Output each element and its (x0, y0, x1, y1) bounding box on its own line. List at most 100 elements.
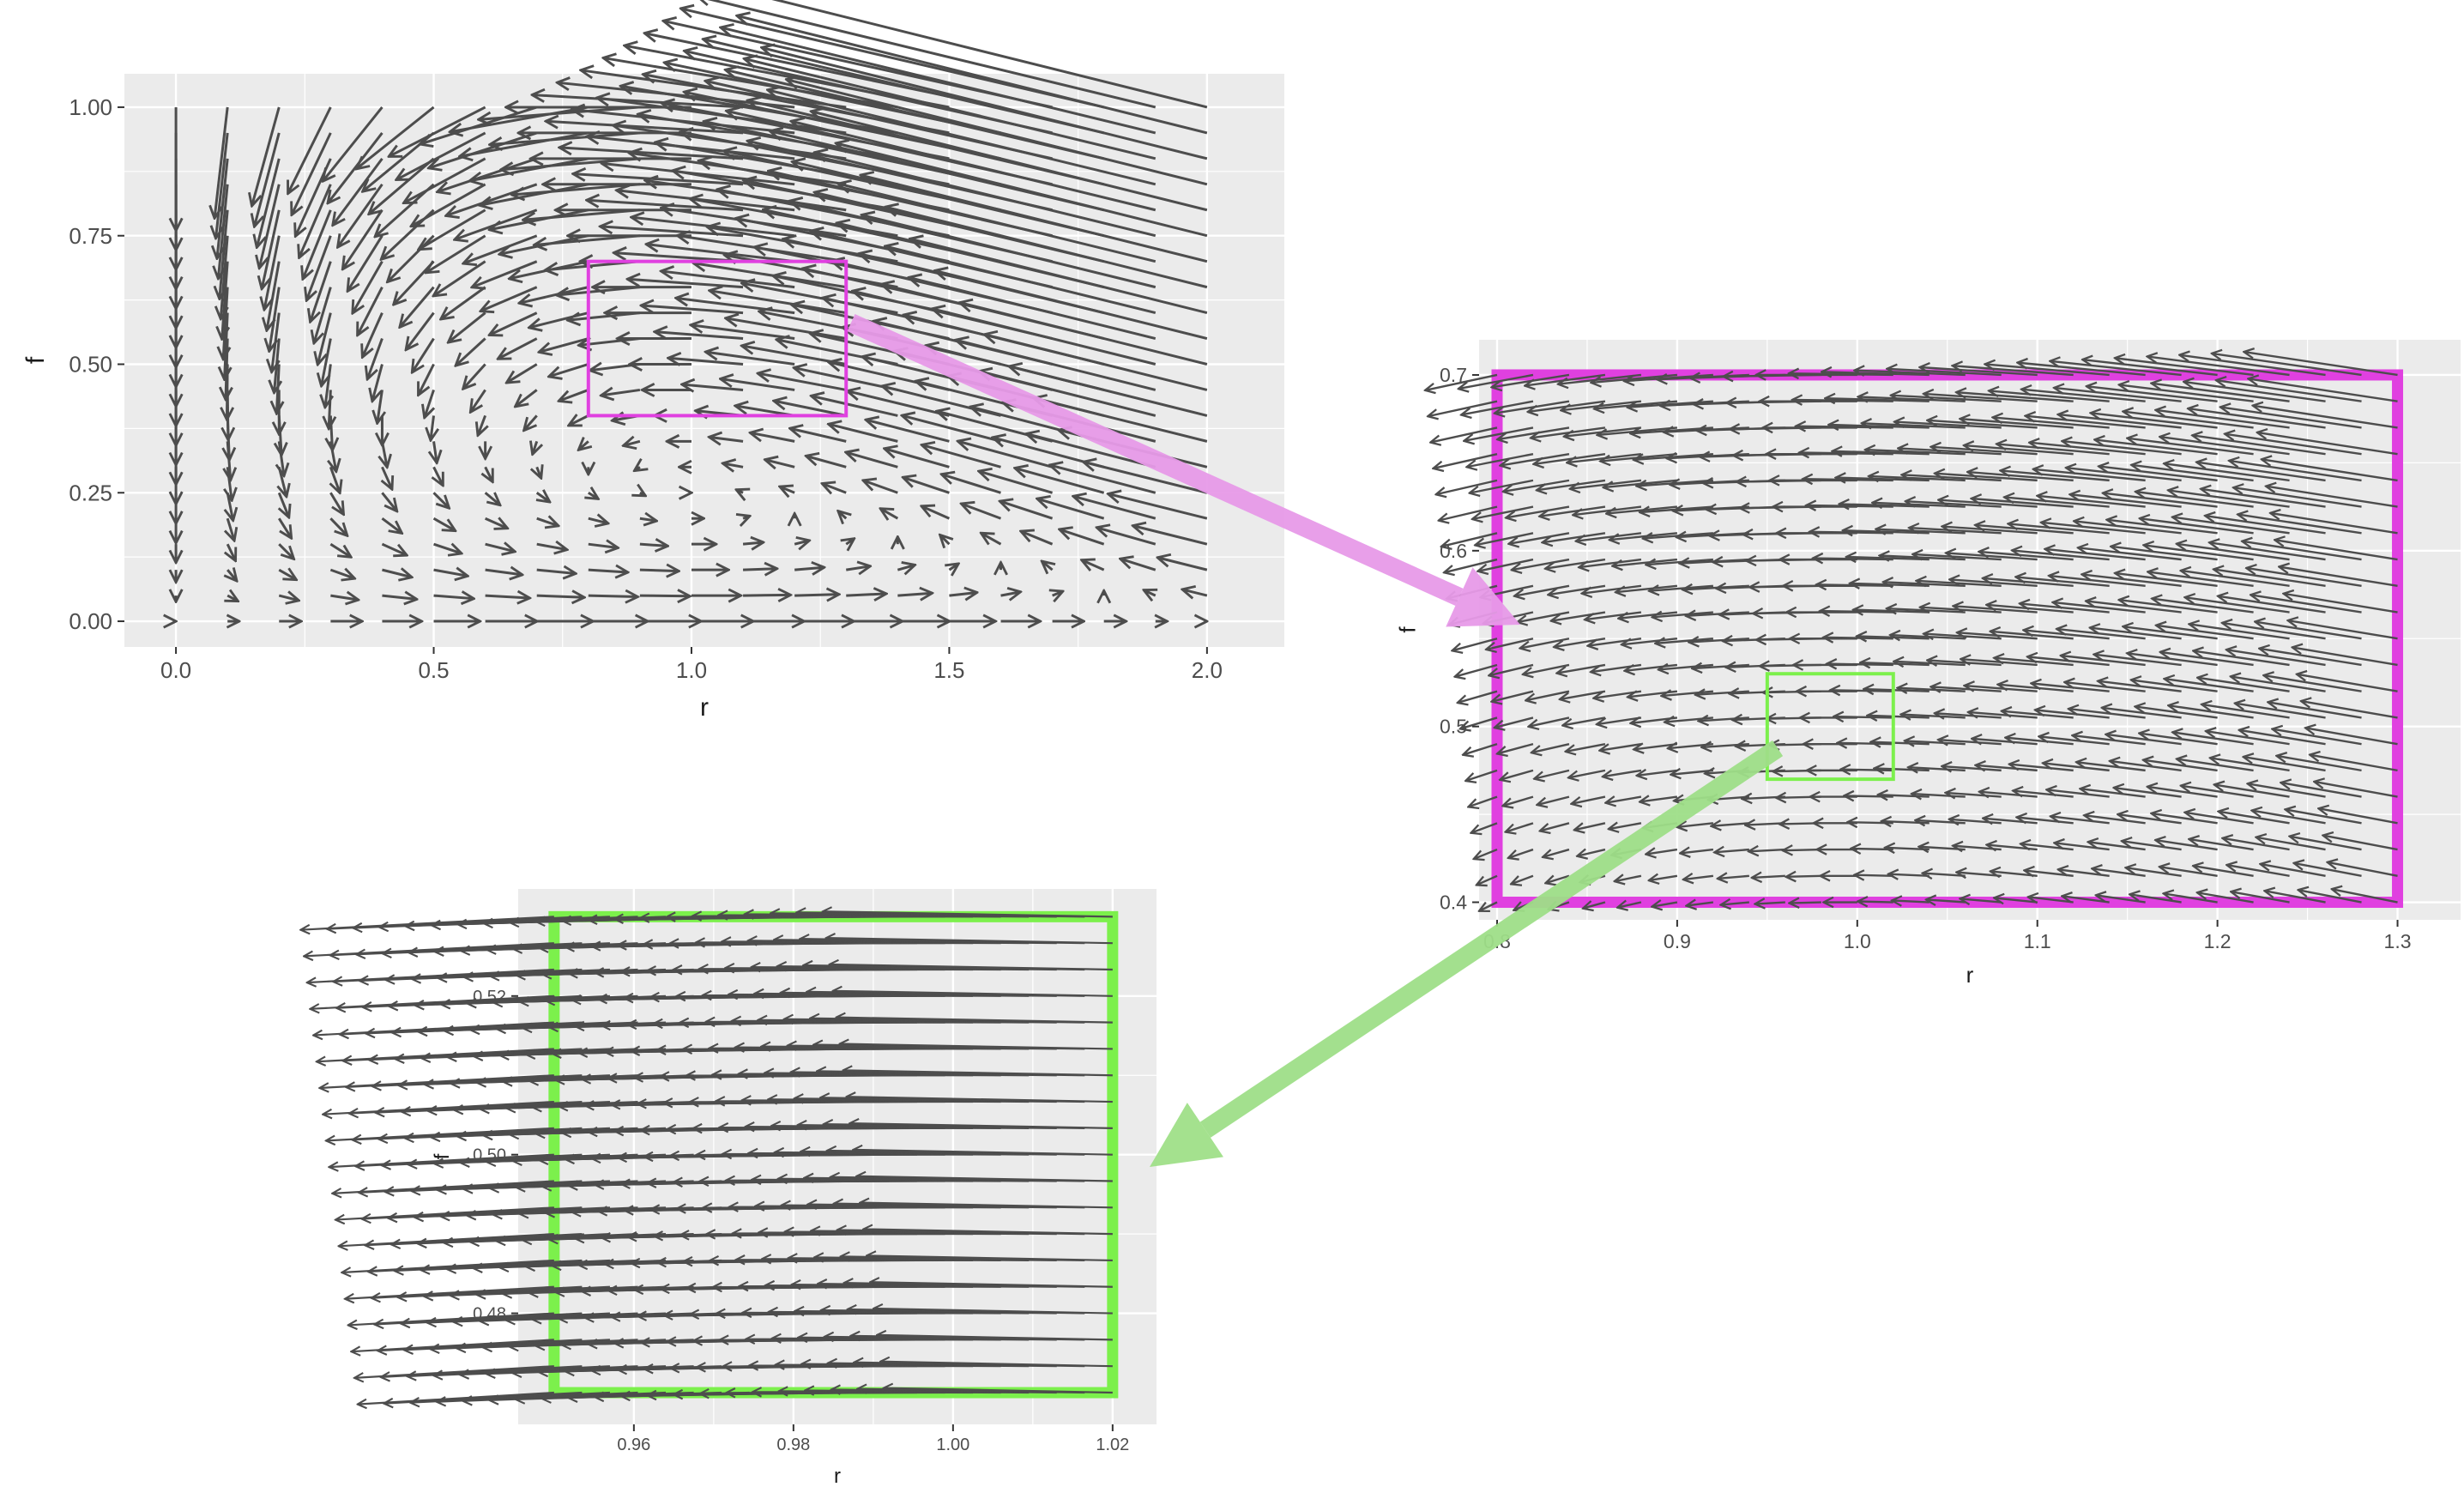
vector-arrow (588, 518, 608, 523)
vector-arrow (1976, 765, 2038, 771)
vector-arrow (836, 1018, 1113, 1024)
vector-arrow (1867, 716, 1930, 718)
vector-arrow (1790, 903, 1821, 904)
vector-arrow (1923, 394, 2038, 402)
vector-arrow (441, 286, 486, 319)
vector-arrow (1721, 903, 1749, 905)
vector-arrow (1458, 690, 1498, 703)
vector-arrow (780, 487, 795, 493)
vector-arrow (1034, 398, 1208, 443)
vector-arrow (838, 511, 846, 519)
vector-arrow (1508, 532, 1570, 543)
vector-arrow (1875, 768, 1930, 770)
vector-arrow (438, 157, 538, 192)
vector-arrow (639, 595, 690, 596)
vector-arrow (1783, 849, 1821, 850)
y-tick-label: 1.00 (69, 94, 112, 120)
vector-arrow (2189, 624, 2290, 640)
vector-arrow (2292, 647, 2398, 667)
vector-arrow (840, 1043, 1113, 1050)
vector-arrow (1964, 445, 2074, 456)
vector-arrow (2147, 571, 2254, 587)
vector-arrow (2297, 674, 2398, 692)
vector-arrow (646, 245, 795, 263)
vector-arrow (1468, 795, 1498, 807)
vector-arrow (794, 567, 824, 570)
vector-arrow (559, 148, 744, 160)
vector-arrow (932, 309, 1157, 366)
vector-arrow (957, 441, 1053, 468)
vector-arrow (863, 481, 898, 494)
vector-arrow (267, 261, 281, 331)
vector-arrow (2168, 490, 2290, 508)
vector-arrow (278, 543, 293, 559)
vector-arrow (486, 466, 493, 481)
vector-arrow (589, 493, 599, 499)
vector-arrow (1049, 465, 1157, 494)
vector-arrow (433, 544, 462, 553)
vector-arrow (1543, 532, 1606, 542)
vector-arrow (866, 420, 950, 443)
y-tick-label: 0.6 (1440, 540, 1467, 562)
vector-arrow (1692, 665, 1749, 668)
vector-arrow (292, 132, 332, 215)
vector-arrow (278, 595, 299, 601)
vector-arrow (1833, 451, 1930, 454)
vector-arrow (710, 291, 847, 315)
vector-arrow (1120, 559, 1157, 571)
vector-arrow (1748, 849, 1785, 851)
vector-arrow (460, 131, 589, 156)
x-axis-label: r (834, 1465, 841, 1488)
vector-arrow (578, 441, 589, 450)
vector-arrow (381, 492, 396, 511)
vector-arrow (2179, 355, 2326, 377)
vector-arrow (356, 106, 435, 169)
vector-arrow (2074, 521, 2182, 535)
vector-arrow (367, 338, 383, 379)
vector-arrow (1828, 425, 1930, 427)
vector-arrow (2197, 892, 2254, 904)
vector-arrow (588, 544, 619, 547)
vector-arrow (1908, 767, 1966, 771)
vector-arrow (1953, 366, 2074, 377)
vector-arrow (434, 466, 444, 486)
vector-arrow (870, 1282, 1113, 1288)
vector-arrow (758, 373, 847, 391)
vector-arrow (921, 444, 1001, 468)
vector-arrow (2122, 841, 2182, 851)
vector-arrow (419, 363, 435, 395)
vector-arrow (534, 234, 641, 245)
vector-arrow (1983, 578, 2074, 587)
y-tick-label: 0.00 (69, 608, 112, 634)
vector-arrow (2238, 514, 2362, 535)
vector-arrow (1789, 373, 1893, 375)
zoom-connector-shaft (1199, 740, 1784, 1138)
vector-arrow (794, 541, 809, 544)
vector-arrow (329, 517, 347, 535)
vector-arrow (2115, 358, 2254, 377)
vector-arrow (2225, 434, 2362, 456)
vector-arrow (2020, 603, 2110, 614)
y-axis-label: f (21, 356, 50, 364)
vector-arrow (1979, 792, 2038, 797)
vector-arrow (1506, 822, 1534, 831)
vector-arrow (2209, 542, 2326, 561)
vector-arrow (877, 1335, 1113, 1341)
vector-arrow (1796, 426, 1893, 428)
vector-arrow (634, 467, 639, 470)
vector-arrow (2049, 576, 2146, 587)
vector-arrow (489, 209, 589, 230)
vector-arrow (721, 27, 1157, 135)
vector-arrow (1799, 452, 1893, 454)
vector-arrow (1942, 766, 2002, 771)
x-axis-label: r (1966, 962, 1974, 988)
vector-arrow (532, 95, 744, 109)
vector-arrow (1475, 532, 1534, 545)
vector-arrow (956, 340, 1157, 391)
vector-arrow (705, 352, 795, 366)
vector-arrow (1082, 560, 1105, 571)
vector-arrow (470, 389, 486, 412)
vector-arrow (736, 490, 743, 493)
vector-arrow (847, 1097, 1113, 1103)
